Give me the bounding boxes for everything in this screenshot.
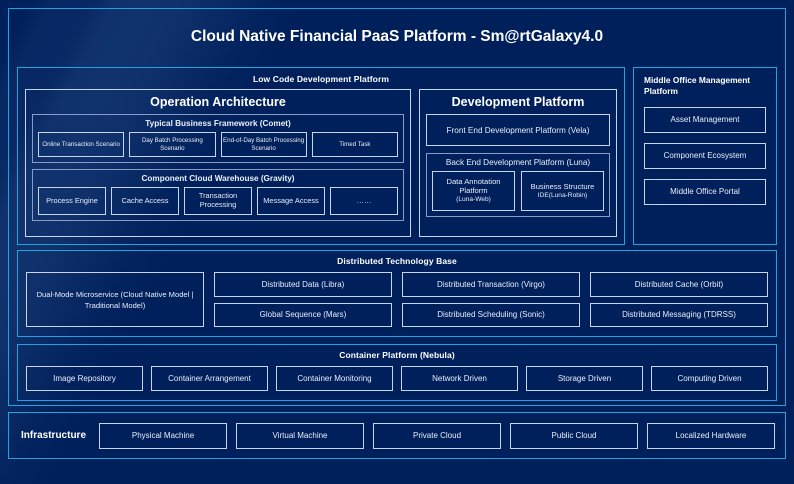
- infrastructure-item-row: Physical Machine Virtual Machine Private…: [99, 422, 776, 449]
- comet-item-day-batch-processing-scenario[interactable]: Day Batch Processing Scenario: [129, 132, 216, 157]
- dtb-item-dual-mode-microservice[interactable]: Dual-Mode Microservice (Cloud Native Mod…: [26, 272, 204, 327]
- group-back-end-development-platform: Back End Development Platform (Luna) Dat…: [426, 153, 610, 217]
- dtb-item-distributed-cache-orbit[interactable]: Distributed Cache (Orbit): [590, 272, 768, 297]
- infrastructure-item-private-cloud[interactable]: Private Cloud: [373, 422, 502, 449]
- middle-office-item-component-ecosystem[interactable]: Component Ecosystem: [644, 142, 766, 169]
- upper-row: Low Code Development Platform Operation …: [17, 67, 777, 245]
- dtb-column-1: Distributed Data (Libra) Global Sequence…: [214, 272, 392, 327]
- comet-item-timed-task[interactable]: Timed Task: [311, 132, 398, 157]
- container-platform-title: Container Platform (Nebula): [339, 350, 455, 360]
- middle-office-platform-title: Middle Office Management Platform: [644, 75, 751, 97]
- distributed-technology-base-title: Distributed Technology Base: [337, 256, 457, 266]
- container-item-container-monitoring[interactable]: Container Monitoring: [276, 366, 393, 391]
- back-end-item-business-structure-ide[interactable]: Business Structure IDE(Luna-Robin): [521, 171, 604, 211]
- gravity-item-cache-access[interactable]: Cache Access: [111, 187, 179, 215]
- gravity-item-transaction-processing[interactable]: Transaction Processing: [184, 187, 252, 215]
- comet-item-online-transaction-scenario[interactable]: Online Transaction Scenario: [38, 132, 125, 157]
- dtb-item-global-sequence-mars[interactable]: Global Sequence (Mars): [214, 302, 392, 327]
- front-end-development-platform-vela[interactable]: Front End Development Platform (Vela): [426, 114, 610, 146]
- middle-office-item-asset-management[interactable]: Asset Management: [644, 106, 766, 133]
- panel-low-code-development-platform: Low Code Development Platform Operation …: [17, 67, 625, 245]
- business-structure-codename: IDE(Luna-Robin): [537, 191, 588, 199]
- container-platform-item-row: Image Repository Container Arrangement C…: [26, 366, 768, 391]
- operation-architecture-title: Operation Architecture: [150, 95, 286, 109]
- panel-infrastructure: Infrastructure Physical Machine Virtual …: [8, 412, 786, 459]
- panel-middle-office-management-platform: Middle Office Management Platform Asset …: [633, 67, 777, 245]
- infrastructure-item-public-cloud[interactable]: Public Cloud: [510, 422, 639, 449]
- container-item-computing-driven[interactable]: Computing Driven: [651, 366, 768, 391]
- dtb-column-2: Distributed Transaction (Virgo) Distribu…: [402, 272, 580, 327]
- comet-group-title: Typical Business Framework (Comet): [145, 119, 291, 128]
- gravity-group-title: Component Cloud Warehouse (Gravity): [141, 174, 295, 183]
- low-code-platform-title: Low Code Development Platform: [252, 74, 390, 84]
- dtb-item-distributed-data-libra[interactable]: Distributed Data (Libra): [214, 272, 392, 297]
- data-annotation-platform-codename: (Luna-Web): [456, 195, 491, 203]
- container-item-network-driven[interactable]: Network Driven: [401, 366, 518, 391]
- dtb-item-distributed-transaction-virgo[interactable]: Distributed Transaction (Virgo): [402, 272, 580, 297]
- business-structure-name: Business Structure: [530, 181, 595, 191]
- middle-office-item-list: Asset Management Component Ecosystem Mid…: [644, 106, 766, 205]
- panel-container-platform: Container Platform (Nebula) Image Reposi…: [17, 344, 777, 401]
- infrastructure-item-localized-hardware[interactable]: Localized Hardware: [647, 422, 776, 449]
- infrastructure-item-physical-machine[interactable]: Physical Machine: [99, 422, 228, 449]
- dtb-item-distributed-scheduling-sonic[interactable]: Distributed Scheduling (Sonic): [402, 302, 580, 327]
- back-end-development-platform-title: Back End Development Platform (Luna): [445, 158, 591, 167]
- back-end-item-row: Data Annotation Platform (Luna-Web) Busi…: [432, 171, 604, 211]
- group-typical-business-framework: Typical Business Framework (Comet) Onlin…: [32, 114, 404, 163]
- platform-frame: Cloud Native Financial PaaS Platform - S…: [8, 8, 786, 406]
- panel-distributed-technology-base: Distributed Technology Base Dual-Mode Mi…: [17, 250, 777, 337]
- comet-item-end-of-day-batch-processing-scenario[interactable]: End-of-Day Batch Processing Scenario: [220, 132, 307, 157]
- title-bar: Cloud Native Financial PaaS Platform - S…: [9, 9, 785, 65]
- middle-office-item-middle-office-portal[interactable]: Middle Office Portal: [644, 178, 766, 205]
- gravity-item-more-ellipsis[interactable]: ……: [330, 187, 398, 215]
- dtb-item-distributed-messaging-tdrss[interactable]: Distributed Messaging (TDRSS): [590, 302, 768, 327]
- comet-item-row: Online Transaction Scenario Day Batch Pr…: [38, 132, 398, 157]
- container-item-image-repository[interactable]: Image Repository: [26, 366, 143, 391]
- container-item-storage-driven[interactable]: Storage Driven: [526, 366, 643, 391]
- development-platform-title: Development Platform: [451, 95, 585, 109]
- container-item-container-arrangement[interactable]: Container Arrangement: [151, 366, 268, 391]
- panel-operation-architecture: Operation Architecture Typical Business …: [25, 89, 411, 237]
- infrastructure-item-virtual-machine[interactable]: Virtual Machine: [236, 422, 365, 449]
- low-code-body: Operation Architecture Typical Business …: [25, 89, 617, 237]
- back-end-item-data-annotation-platform[interactable]: Data Annotation Platform (Luna-Web): [432, 171, 515, 211]
- gravity-item-row: Process Engine Cache Access Transaction …: [38, 187, 398, 215]
- dtb-column-3: Distributed Cache (Orbit) Distributed Me…: [590, 272, 768, 327]
- gravity-item-process-engine[interactable]: Process Engine: [38, 187, 106, 215]
- gravity-item-message-access[interactable]: Message Access: [257, 187, 325, 215]
- panel-development-platform: Development Platform Front End Developme…: [419, 89, 617, 237]
- infrastructure-label: Infrastructure: [21, 430, 87, 441]
- data-annotation-platform-name: Data Annotation Platform: [446, 177, 501, 196]
- distributed-technology-base-body: Dual-Mode Microservice (Cloud Native Mod…: [26, 272, 768, 327]
- group-component-cloud-warehouse: Component Cloud Warehouse (Gravity) Proc…: [32, 169, 404, 221]
- page-title: Cloud Native Financial PaaS Platform - S…: [190, 28, 604, 45]
